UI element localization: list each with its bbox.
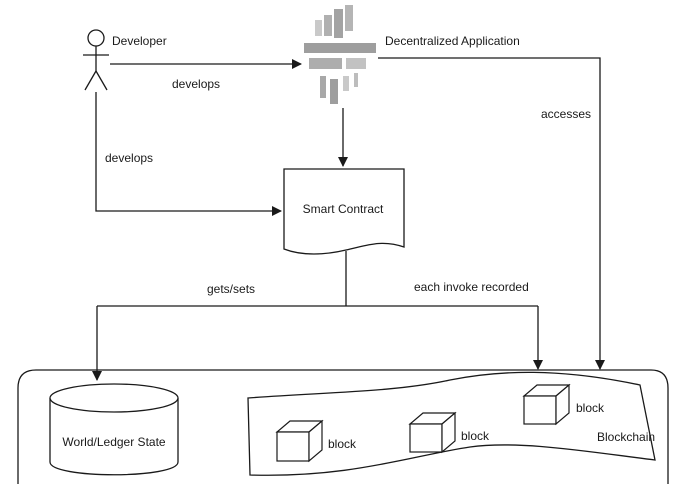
block-label-2: block (461, 429, 490, 443)
edge-label-invoke-recorded: each invoke recorded (414, 280, 529, 294)
smart-contract-label: Smart Contract (303, 202, 384, 216)
edge-label-gets-sets: gets/sets (207, 282, 255, 296)
smart-contract-node (283, 168, 405, 255)
blockchain-label: Blockchain (597, 430, 655, 444)
ledger-container (17, 369, 669, 484)
dapp-icon (304, 5, 376, 104)
edge-developer-to-contract (95, 92, 282, 216)
block-icon-1 (275, 419, 324, 463)
world-state-label: World/Ledger State (62, 435, 165, 449)
developer-label: Developer (112, 34, 167, 48)
edge-label-accesses: accesses (541, 107, 591, 121)
world-state-node (49, 383, 179, 476)
edge-label-develops-top: develops (172, 77, 220, 91)
edge-dapp-to-blockchain (378, 57, 605, 370)
block-icon-3 (522, 383, 571, 426)
edge-label-develops-left: develops (105, 151, 153, 165)
block-icon-2 (408, 411, 457, 454)
developer-actor-icon (83, 29, 109, 91)
dapp-label: Decentralized Application (385, 34, 520, 48)
block-label-3: block (576, 401, 605, 415)
block-label-1: block (328, 437, 357, 451)
